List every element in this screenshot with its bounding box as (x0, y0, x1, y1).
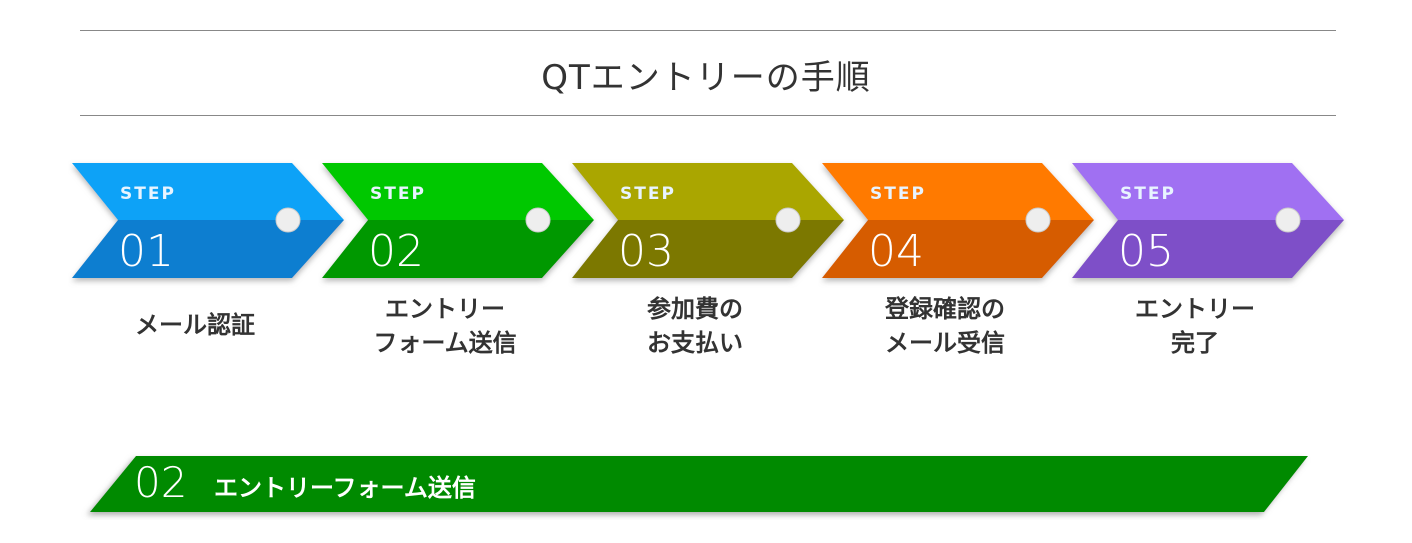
step-dot-icon (775, 207, 801, 233)
step-03: STEP 03 (568, 158, 853, 288)
caption-line: フォーム送信 (373, 329, 517, 357)
step-arrow-shape (1072, 163, 1344, 278)
step-arrow-shape (322, 163, 594, 278)
step-caption: エントリーフォーム送信 (320, 292, 570, 360)
section-title: エントリーフォーム送信 (214, 474, 476, 502)
step-label: STEP (1120, 184, 1176, 204)
step-arrow-shape (572, 163, 844, 278)
step-number: 05 (1118, 226, 1174, 277)
step-arrow-shape (822, 163, 1094, 278)
step-caption: 参加費のお支払い (570, 292, 820, 360)
step-number: 02 (368, 226, 424, 277)
step-05: STEP 05 (1068, 158, 1353, 288)
caption-line: エントリー (1135, 295, 1255, 323)
step-label: STEP (870, 184, 926, 204)
step-02: STEP 02 (318, 158, 603, 288)
step-caption: 登録確認のメール受信 (820, 292, 1070, 360)
caption-line: メール認証 (135, 311, 255, 339)
section-banner: 02 エントリーフォーム送信 (78, 448, 1318, 520)
step-dot-icon (525, 207, 551, 233)
step-number: 04 (868, 226, 924, 277)
caption-line: エントリー (385, 295, 505, 323)
step-label: STEP (370, 184, 426, 204)
step-number: 01 (118, 226, 174, 277)
step-number: 03 (618, 226, 674, 277)
bottom-rule (80, 115, 1336, 116)
page-title: QTエントリーの手順 (541, 58, 871, 98)
step-arrow-shape (72, 163, 344, 278)
step-dot-icon (275, 207, 301, 233)
caption-line: 登録確認の (885, 295, 1005, 323)
banner-shape (90, 456, 1308, 512)
caption-line: お支払い (647, 329, 743, 357)
caption-line: 参加費の (647, 295, 743, 323)
step-caption: メール認証 (70, 308, 320, 342)
step-04: STEP 04 (818, 158, 1103, 288)
step-label: STEP (120, 184, 176, 204)
step-01: STEP 01 (68, 158, 353, 288)
caption-line: 完了 (1171, 329, 1219, 357)
section-number: 02 (134, 458, 188, 507)
step-caption: エントリー完了 (1070, 292, 1320, 360)
step-dot-icon (1025, 207, 1051, 233)
top-rule (80, 30, 1336, 31)
step-dot-icon (1275, 207, 1301, 233)
step-label: STEP (620, 184, 676, 204)
caption-line: メール受信 (885, 329, 1005, 357)
